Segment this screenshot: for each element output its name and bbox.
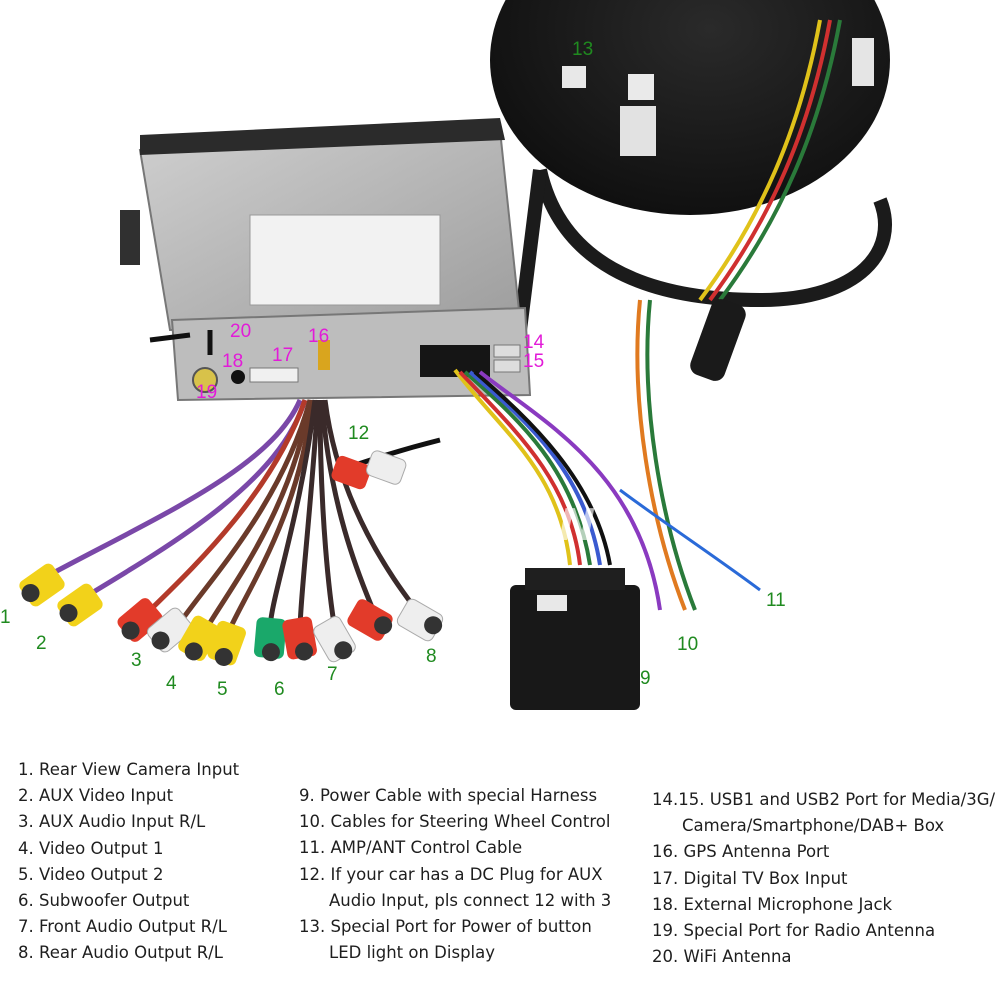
legend-item: 18. External Microphone Jack xyxy=(652,894,893,914)
rca-lead-bundle xyxy=(38,399,441,642)
mic-jack xyxy=(231,370,245,384)
callout-2: 2 xyxy=(36,633,47,654)
callout-13: 13 xyxy=(572,39,594,60)
callout-18: 18 xyxy=(222,351,244,372)
legend-item: 17. Digital TV Box Input xyxy=(652,868,848,888)
callout-16: 16 xyxy=(308,326,330,347)
legend-item: 12. If your car has a DC Plug for AUX xyxy=(299,864,603,884)
legend-item: 10. Cables for Steering Wheel Control xyxy=(299,812,611,832)
callout-19: 19 xyxy=(196,382,218,403)
legend-item: 7. Front Audio Output R/L xyxy=(18,917,227,937)
legend-item: 11. AMP/ANT Control Cable xyxy=(299,838,523,858)
power-connector xyxy=(510,568,640,710)
port-13-connector xyxy=(562,66,586,88)
legend-item: 4. Video Output 1 xyxy=(18,838,164,858)
legend-item: 9. Power Cable with special Harness xyxy=(299,786,598,805)
power-harness-wires xyxy=(453,19,842,611)
usb-port-1 xyxy=(493,344,521,358)
gps-port xyxy=(318,340,330,370)
callout-12: 12 xyxy=(348,423,370,444)
legend-item: 1. Rear View Camera Input xyxy=(18,760,240,779)
callout-20: 20 xyxy=(230,321,252,342)
callout-1: 1 xyxy=(0,607,11,628)
legend-item: 14.15. USB1 and USB2 Port for Media/3G/ xyxy=(652,790,996,809)
legend-item-continued: LED light on Display xyxy=(329,943,495,963)
callout-15: 15 xyxy=(523,351,545,372)
legend-item: 6. Subwoofer Output xyxy=(18,891,190,911)
callout-10: 10 xyxy=(677,634,699,655)
callout-8: 8 xyxy=(426,646,437,667)
legend-item: 20. WiFi Antenna xyxy=(652,947,792,967)
unit-socket-label xyxy=(249,214,441,306)
head-unit-chassis xyxy=(120,118,532,402)
callout-11: 11 xyxy=(766,590,786,611)
callout-4: 4 xyxy=(166,673,177,694)
legend-item: 5. Video Output 2 xyxy=(18,864,164,884)
legend-item-continued: Camera/Smartphone/DAB+ Box xyxy=(682,816,945,836)
usb-port-2 xyxy=(493,359,521,373)
legend-item: 2. AUX Video Input xyxy=(18,786,174,806)
brand-watermark: ERISIN xyxy=(380,500,606,551)
callout-6: 6 xyxy=(274,679,285,700)
callout-14: 14 xyxy=(523,332,545,353)
callout-7: 7 xyxy=(327,664,338,685)
radio-antenna-port xyxy=(192,367,218,393)
legend-column-2: 9. Power Cable with special Harness 10. … xyxy=(299,783,611,966)
legend-item: 19. Special Port for Radio Antenna xyxy=(652,921,936,941)
product-photo xyxy=(19,0,892,710)
legend-column-3: 14.15. USB1 and USB2 Port for Media/3G/ … xyxy=(652,787,995,970)
legend-item: 13. Special Port for Power of button xyxy=(299,917,592,937)
callout-9: 9 xyxy=(640,668,651,689)
legend-item: 3. AUX Audio Input R/L xyxy=(18,812,206,832)
legend-item: 16. GPS Antenna Port xyxy=(652,842,830,862)
legend-item-continued: Audio Input, pls connect 12 with 3 xyxy=(329,890,612,910)
rca-plugs xyxy=(19,450,444,666)
braided-cable xyxy=(533,168,892,308)
legend-column-1: 1. Rear View Camera Input 2. AUX Video I… xyxy=(18,757,239,967)
callout-3: 3 xyxy=(131,650,142,671)
callout-17: 17 xyxy=(272,345,294,366)
legend-item: 8. Rear Audio Output R/L xyxy=(18,943,223,963)
callout-5: 5 xyxy=(217,679,228,700)
inline-connector xyxy=(690,299,746,381)
